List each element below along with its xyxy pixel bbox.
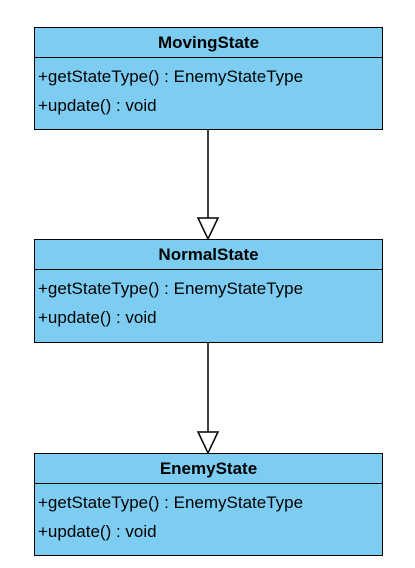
class-normal-state[interactable]: NormalState +getStateType() : EnemyState… xyxy=(34,239,383,343)
operation-update: +update() : void xyxy=(38,96,157,115)
class-name: EnemyState xyxy=(35,454,382,484)
operations-compartment: +getStateType() : EnemyStateType +update… xyxy=(35,270,382,332)
class-moving-state[interactable]: MovingState +getStateType() : EnemyState… xyxy=(34,27,383,130)
class-enemy-state[interactable]: EnemyState +getStateType() : EnemyStateT… xyxy=(34,453,383,556)
operations-compartment: +getStateType() : EnemyStateType +update… xyxy=(35,58,382,120)
operation-get-state-type: +getStateType() : EnemyStateType xyxy=(38,67,304,86)
class-name: NormalState xyxy=(35,240,382,270)
generalization-moving-to-normal xyxy=(196,130,220,241)
inheritance-arrowhead-icon xyxy=(196,217,220,241)
generalization-normal-to-enemy xyxy=(196,343,220,455)
inheritance-arrowhead-icon xyxy=(196,431,220,455)
operations-compartment: +getStateType() : EnemyStateType +update… xyxy=(35,484,382,546)
class-name: MovingState xyxy=(35,28,382,58)
operation-get-state-type: +getStateType() : EnemyStateType xyxy=(38,279,304,298)
operation-get-state-type: +getStateType() : EnemyStateType xyxy=(38,493,304,512)
operation-update: +update() : void xyxy=(38,522,157,541)
operation-update: +update() : void xyxy=(38,308,157,327)
